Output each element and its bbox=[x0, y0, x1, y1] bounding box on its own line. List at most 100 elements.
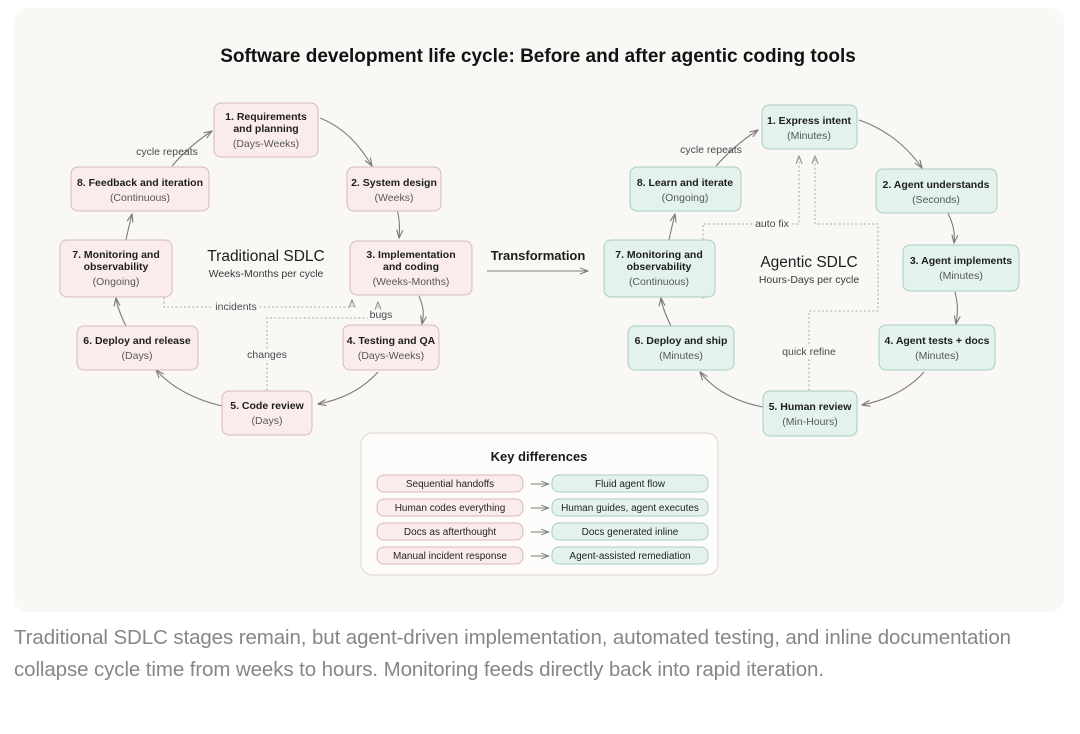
arrow-6-to-7 bbox=[116, 298, 127, 327]
node-rect[interactable] bbox=[59, 239, 173, 298]
transformation-arrow: Transformation bbox=[487, 248, 588, 271]
node-duration: (Weeks) bbox=[375, 192, 414, 204]
dotted-auto-fix bbox=[702, 156, 799, 299]
legend-chip-after-label: Agent-assisted remediation bbox=[569, 551, 690, 562]
edge-label-bugs: bugs bbox=[370, 309, 393, 321]
node-rect[interactable] bbox=[875, 168, 998, 214]
legend-chip-after-label: Human guides, agent executes bbox=[561, 503, 699, 514]
arrow-2-to-3 bbox=[947, 212, 954, 243]
node-rect[interactable] bbox=[627, 325, 735, 371]
node-rect[interactable] bbox=[213, 102, 319, 158]
arrow-5-to-6 bbox=[700, 372, 764, 408]
legend-row: Human codes everything Human guides, age… bbox=[376, 498, 709, 517]
node-agentic-6[interactable]: 6. Deploy and ship (Minutes) bbox=[627, 325, 735, 371]
traditional-center-label: Traditional SDLC Weeks-Months per cycle bbox=[207, 248, 324, 280]
legend-title: Key differences bbox=[491, 449, 588, 464]
sdlc-diagram: Software development life cycle: Before … bbox=[59, 46, 1020, 576]
center-subtitle: Weeks-Months per cycle bbox=[209, 268, 324, 280]
node-duration: (Minutes) bbox=[787, 130, 831, 142]
legend-chip-before-label: Human codes everything bbox=[395, 503, 506, 514]
node-title-line1: 2. System design bbox=[351, 177, 437, 189]
node-title-line1: 4. Testing and QA bbox=[347, 335, 436, 347]
node-agentic-3[interactable]: 3. Agent implements (Minutes) bbox=[902, 244, 1020, 292]
node-agentic-8[interactable]: 8. Learn and iterate (Ongoing) bbox=[629, 166, 742, 212]
node-duration: (Minutes) bbox=[659, 350, 703, 362]
edge-label-incidents: incidents bbox=[215, 301, 256, 313]
node-rect[interactable] bbox=[349, 240, 473, 296]
transformation-label: Transformation bbox=[491, 248, 586, 263]
legend-row: Docs as afterthought Docs generated inli… bbox=[376, 522, 709, 541]
node-rect[interactable] bbox=[902, 244, 1020, 292]
node-traditional-3[interactable]: 3. Implementation and coding (Weeks-Mont… bbox=[349, 240, 473, 296]
arrow-1-to-2 bbox=[858, 119, 922, 168]
node-duration: (Days-Weeks) bbox=[233, 138, 299, 150]
arrow-8-to-1 bbox=[171, 131, 212, 167]
traditional-feedback-edges: incidents changes bugs bbox=[163, 297, 395, 391]
node-rect[interactable] bbox=[70, 166, 210, 212]
node-rect[interactable] bbox=[76, 325, 199, 371]
node-duration: (Days) bbox=[252, 415, 283, 427]
center-title: Agentic SDLC bbox=[760, 254, 857, 271]
node-traditional-2[interactable]: 2. System design (Weeks) bbox=[346, 166, 442, 212]
agentic-feedback-edges: auto fix quick refine bbox=[702, 156, 879, 391]
node-title-line1: 5. Human review bbox=[769, 401, 853, 413]
node-traditional-5[interactable]: 5. Code review (Days) bbox=[221, 390, 313, 436]
node-title-line1: 4. Agent tests + docs bbox=[885, 335, 990, 347]
node-title-line2: and planning bbox=[233, 123, 298, 135]
arrow-3-to-4 bbox=[418, 295, 423, 324]
node-duration: (Minutes) bbox=[939, 270, 983, 282]
legend-chip-after-label: Fluid agent flow bbox=[595, 479, 666, 490]
node-traditional-4[interactable]: 4. Testing and QA (Days-Weeks) bbox=[342, 324, 440, 371]
legend-chip-before-label: Docs as afterthought bbox=[404, 527, 496, 538]
page-title: Software development life cycle: Before … bbox=[220, 46, 856, 67]
legend-chip-after bbox=[551, 546, 709, 565]
node-rect[interactable] bbox=[629, 166, 742, 212]
node-rect[interactable] bbox=[878, 324, 996, 371]
node-title-line1: 3. Implementation bbox=[366, 249, 455, 261]
node-agentic-4[interactable]: 4. Agent tests + docs (Minutes) bbox=[878, 324, 996, 371]
node-title-line2: observability bbox=[84, 261, 149, 273]
node-duration: (Minutes) bbox=[915, 350, 959, 362]
node-title-line1: 7. Monitoring and bbox=[615, 249, 703, 261]
node-title-line1: 5. Code review bbox=[230, 400, 304, 412]
node-traditional-7[interactable]: 7. Monitoring and observability (Ongoing… bbox=[59, 239, 173, 298]
node-agentic-1[interactable]: 1. Express intent (Minutes) bbox=[761, 104, 858, 150]
node-title-line1: 2. Agent understands bbox=[883, 179, 990, 191]
node-rect[interactable] bbox=[342, 324, 440, 371]
edge-label-cycle-repeats-left: cycle repeats bbox=[136, 146, 198, 158]
node-duration: (Ongoing) bbox=[662, 192, 709, 204]
node-agentic-7[interactable]: 7. Monitoring and observability (Continu… bbox=[603, 239, 716, 298]
node-agentic-2[interactable]: 2. Agent understands (Seconds) bbox=[875, 168, 998, 214]
arrow-6-to-7 bbox=[661, 298, 672, 327]
node-rect[interactable] bbox=[603, 239, 716, 298]
node-rect[interactable] bbox=[221, 390, 313, 436]
figure-caption: Traditional SDLC stages remain, but agen… bbox=[14, 626, 1011, 681]
edge-label-quick-refine: quick refine bbox=[782, 346, 836, 358]
edge-label-changes: changes bbox=[247, 349, 287, 361]
legend-chip-before bbox=[376, 522, 524, 541]
legend-chip-after bbox=[551, 498, 709, 517]
node-agentic-5[interactable]: 5. Human review (Min-Hours) bbox=[762, 390, 858, 437]
node-rect[interactable] bbox=[762, 390, 858, 437]
legend-chip-before bbox=[376, 546, 524, 565]
node-duration: (Continuous) bbox=[629, 276, 689, 288]
legend-row: Sequential handoffs Fluid agent flow bbox=[376, 474, 709, 493]
node-duration: (Days-Weeks) bbox=[358, 350, 424, 362]
node-traditional-6[interactable]: 6. Deploy and release (Days) bbox=[76, 325, 199, 371]
node-title-line1: 3. Agent implements bbox=[910, 255, 1012, 267]
node-title-line2: observability bbox=[627, 261, 692, 273]
node-traditional-8[interactable]: 8. Feedback and iteration (Continuous) bbox=[70, 166, 210, 212]
node-rect[interactable] bbox=[761, 104, 858, 150]
arrow-4-to-5 bbox=[318, 371, 379, 404]
node-duration: (Min-Hours) bbox=[782, 416, 837, 428]
arrow-5-to-6 bbox=[156, 370, 223, 407]
node-duration: (Weeks-Months) bbox=[373, 276, 450, 288]
node-traditional-1[interactable]: 1. Requirements and planning (Days-Weeks… bbox=[213, 102, 319, 158]
node-duration: (Days) bbox=[122, 350, 153, 362]
center-subtitle: Hours-Days per cycle bbox=[759, 274, 860, 286]
node-rect[interactable] bbox=[346, 166, 442, 212]
arrow-8-to-1 bbox=[715, 130, 758, 167]
arrow-3-to-4 bbox=[955, 291, 957, 324]
arrow-7-to-8 bbox=[668, 214, 675, 241]
